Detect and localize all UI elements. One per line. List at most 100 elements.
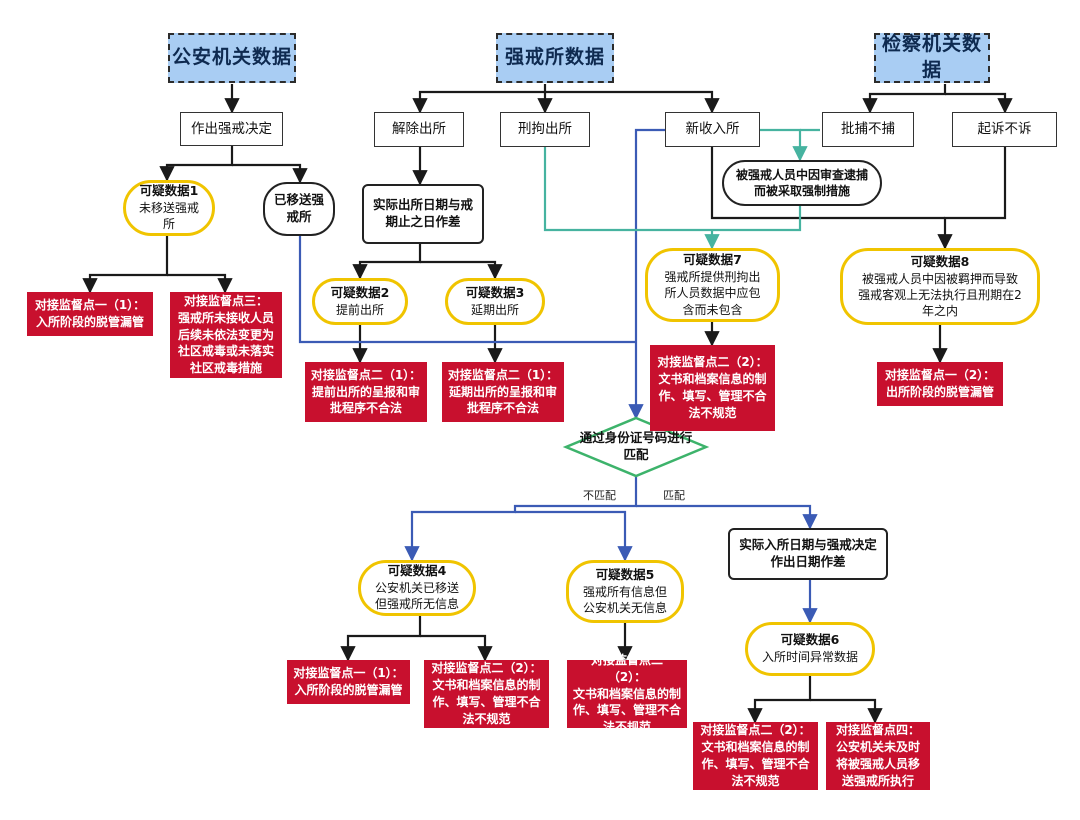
match-diamond[interactable]: 通过身份证号码进行匹配	[576, 428, 696, 466]
step-decision[interactable]: 作出强戒决定	[180, 112, 283, 146]
supervision-point-p1c-line1: 对接监督点一（1）：	[293, 666, 404, 681]
suspicious-data-5[interactable]: 可疑数据5 强戒所有信息但 公安机关无信息	[566, 560, 684, 623]
source-procuratorate-data[interactable]: 检察机关数据	[874, 33, 990, 83]
suspicious-data-5-line1: 强戒所有信息但	[582, 584, 667, 599]
suspicious-data-7-line1: 强戒所提供刑拘出	[664, 270, 761, 285]
edge-s6-p4	[810, 698, 883, 724]
source-police-label: 公安机关数据	[171, 46, 292, 69]
supervision-point-p2a: 对接监督点二（1）： 提前出所的呈报和审 批程序不合法	[305, 362, 427, 422]
edge-s1-p3	[167, 273, 233, 294]
supervision-point-p2d-line1: 对接监督点二（2）：	[431, 661, 542, 676]
source-police-data[interactable]: 公安机关数据	[168, 33, 296, 83]
edge-decision-transferred	[232, 163, 308, 184]
supervision-point-p2f-line4: 法不规范	[731, 773, 780, 788]
edge-match-nomatch	[404, 476, 638, 562]
suspicious-data-4-line1: 公安机关已移送	[374, 581, 459, 596]
step-criminal-exit[interactable]: 刑拘出所	[500, 112, 590, 147]
edge-diff-s3	[420, 260, 503, 280]
supervision-point-p1b-line1: 对接监督点一（2）：	[884, 368, 996, 383]
supervision-point-p2b-line2: 延期出所的呈报和审	[448, 384, 557, 399]
suspicious-data-3-title: 可疑数据3	[465, 284, 525, 300]
supervision-point-p2e-line4: 法不规范	[602, 720, 651, 735]
supervision-point-p2b-line3: 批程序不合法	[466, 401, 539, 416]
suspicious-data-4[interactable]: 可疑数据4 公安机关已移送 但强戒所无信息	[358, 560, 476, 616]
step-no-prosecution-label: 起诉不诉	[977, 121, 1032, 138]
supervision-point-p3-line1: 对接监督点三：	[183, 294, 268, 309]
supervision-point-p4-line2: 公安机关未及时	[835, 740, 920, 755]
edge-facility-trunk	[412, 84, 547, 114]
supervision-point-p4-line3: 将被强戒人员移	[835, 757, 920, 771]
supervision-point-p2c-line1: 对接监督点二（2）：	[657, 355, 768, 370]
suspicious-data-3[interactable]: 可疑数据3 延期出所	[445, 278, 545, 325]
supervision-point-p2d-line2: 文书和档案信息的制	[432, 678, 541, 693]
suspicious-data-6-title: 可疑数据6	[780, 632, 840, 648]
source-facility-data[interactable]: 强戒所数据	[496, 33, 614, 83]
step-exit-date-diff[interactable]: 实际出所日期与戒期止之日作差	[362, 184, 484, 244]
suspicious-data-6-body: 入所时间异常数据	[761, 650, 858, 665]
suspicious-data-2[interactable]: 可疑数据2 提前出所	[312, 278, 408, 325]
step-transferred[interactable]: 已移送强戒所	[263, 182, 335, 236]
supervision-point-p1a: 对接监督点一（1）： 入所阶段的脱管漏管	[27, 292, 153, 336]
edge-s6-split	[747, 676, 812, 724]
step-no-arrest-label: 批捕不捕	[841, 121, 895, 138]
edge-proc-noprosecute	[945, 92, 1013, 114]
step-detained[interactable]: 被强戒人员中因审查逮捕 而被采取强制措施	[722, 160, 882, 206]
suspicious-data-1[interactable]: 可疑数据1 未移送强戒所	[123, 180, 215, 236]
step-new-admission-label: 新收入所	[685, 121, 740, 138]
supervision-point-p2d-line3: 作、填写、管理不合	[432, 695, 541, 709]
supervision-point-p3-line3: 后续未依法变更为	[177, 327, 274, 342]
match-diamond-shape	[562, 416, 710, 478]
suspicious-data-7-line2: 所人员数据中应包	[664, 286, 761, 301]
edge-label-no-match: 不匹配	[583, 489, 616, 502]
step-detained-line1: 被强戒人员中因审查逮捕	[735, 167, 868, 182]
edge-facility-new	[545, 90, 720, 114]
edge-match-match	[636, 504, 818, 530]
supervision-point-p2a-line1: 对接监督点二（1）：	[310, 367, 422, 382]
suspicious-data-5-line2: 公安机关无信息	[582, 600, 667, 615]
supervision-point-p1c-line2: 入所阶段的脱管漏管	[294, 683, 403, 697]
edge-label-match: 匹配	[663, 489, 685, 502]
step-transferred-label: 已移送强戒所	[273, 192, 324, 224]
edge-merge-detained	[710, 147, 945, 220]
supervision-point-p1a-line1: 对接监督点一（1）：	[34, 298, 146, 313]
supervision-point-p1c: 对接监督点一（1）： 入所阶段的脱管漏管	[287, 660, 410, 704]
step-exit-date-diff-label: 实际出所日期与戒期止之日作差	[372, 197, 473, 229]
supervision-point-p2e-line3: 作、填写、管理不合	[572, 703, 681, 718]
step-release[interactable]: 解除出所	[374, 112, 464, 147]
suspicious-data-2-title: 可疑数据2	[330, 284, 390, 300]
supervision-point-p2a-line2: 提前出所的呈报和审	[311, 384, 420, 399]
supervision-point-p4-line4: 送强戒所执行	[841, 773, 914, 788]
step-no-prosecution[interactable]: 起诉不诉	[952, 112, 1057, 147]
suspicious-data-4-line2: 但强戒所无信息	[374, 597, 459, 612]
supervision-point-p2d: 对接监督点二（2）： 文书和档案信息的制 作、填写、管理不合 法不规范	[424, 660, 549, 728]
supervision-point-p2b: 对接监督点二（1）： 延期出所的呈报和审 批程序不合法	[442, 362, 564, 422]
step-decision-label: 作出强戒决定	[191, 120, 272, 137]
edge-criminal-to-s7	[543, 147, 802, 232]
source-facility-label: 强戒所数据	[504, 46, 605, 69]
edge-s4-split	[340, 615, 422, 662]
suspicious-data-8-title: 可疑数据8	[910, 253, 970, 269]
edge-noprosecute-merge	[937, 147, 1007, 250]
supervision-point-p2c-line4: 法不规范	[688, 405, 737, 420]
step-no-arrest[interactable]: 批捕不捕	[822, 112, 914, 147]
step-new-admission[interactable]: 新收入所	[665, 112, 760, 147]
step-entry-date-diff-label: 实际入所日期与强戒决定作出日期作差	[739, 537, 877, 569]
suspicious-data-8[interactable]: 可疑数据8 被强戒人员中因被羁押而导致 强戒客观上无法执行且刑期在2 年之内	[840, 248, 1040, 325]
edge-decision-split	[159, 146, 234, 182]
supervision-point-p2c-line3: 作、填写、管理不合	[658, 389, 767, 403]
suspicious-data-4-title: 可疑数据4	[387, 563, 447, 579]
supervision-point-p3-line2: 强戒所未接收人员	[177, 310, 274, 325]
suspicious-data-8-line2: 强戒客观上无法执行且刑期在2	[858, 287, 1022, 302]
edge-s4-p2d	[420, 634, 493, 662]
suspicious-data-6[interactable]: 可疑数据6 入所时间异常数据	[745, 622, 875, 676]
edge-diff-split	[352, 244, 422, 280]
edge-new-to-match	[628, 128, 665, 420]
supervision-point-p1a-line2: 入所阶段的脱管漏管	[35, 315, 144, 329]
suspicious-data-1-body: 未移送强戒所	[138, 201, 199, 232]
supervision-point-p2c-line2: 文书和档案信息的制	[658, 372, 767, 387]
suspicious-data-7[interactable]: 可疑数据7 强戒所提供刑拘出 所人员数据中应包 含而未包含	[645, 248, 780, 322]
step-entry-date-diff[interactable]: 实际入所日期与强戒决定作出日期作差	[728, 528, 888, 580]
suspicious-data-5-title: 可疑数据5	[595, 566, 655, 582]
supervision-point-p2f-line2: 文书和档案信息的制	[701, 740, 810, 755]
supervision-point-p2a-line3: 批程序不合法	[329, 401, 402, 416]
